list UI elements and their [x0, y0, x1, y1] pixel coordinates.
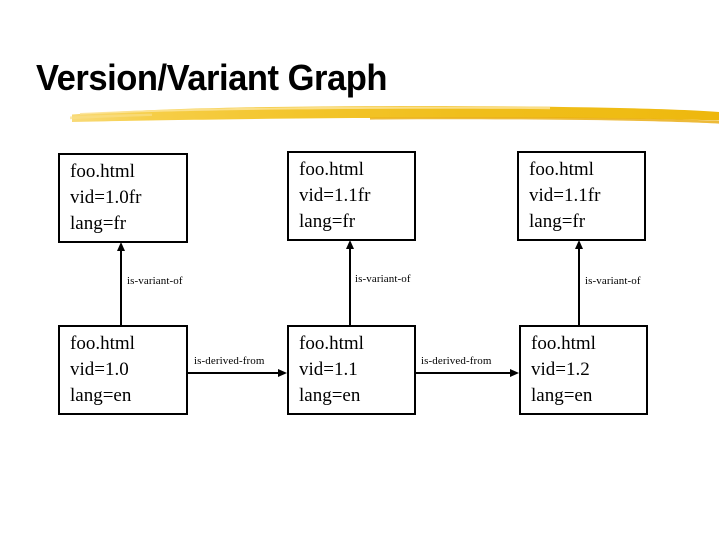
node-box: foo.html vid=1.0 lang=en — [58, 325, 188, 415]
node-line: vid=1.1fr — [299, 185, 371, 206]
node-line: lang=en — [299, 385, 361, 406]
edge-line-horizontal — [416, 372, 511, 374]
title-underline-brush-stroke — [70, 100, 720, 128]
node-line: foo.html — [70, 333, 135, 354]
brush-body — [72, 106, 719, 122]
node-line: foo.html — [531, 333, 596, 354]
edge-label: is-derived-from — [194, 355, 265, 367]
node-line: lang=fr — [529, 211, 586, 232]
node-line: lang=fr — [299, 211, 356, 232]
node-box: foo.html vid=1.1fr lang=fr — [517, 151, 646, 241]
node-line: vid=1.1 — [299, 359, 358, 380]
edge-arrowhead-up — [346, 240, 354, 249]
node-box: foo.html vid=1.0fr lang=fr — [58, 153, 188, 243]
node-line: vid=1.1fr — [529, 185, 601, 206]
edge-label: is-derived-from — [421, 355, 492, 367]
node-box: foo.html vid=1.2 lang=en — [519, 325, 648, 415]
node-box: foo.html vid=1.1 lang=en — [287, 325, 416, 415]
edge-line-vertical — [349, 248, 351, 326]
brush-tail — [70, 113, 152, 120]
node-line: vid=1.2 — [531, 359, 590, 380]
brush-shadow — [370, 117, 719, 124]
edge-arrowhead-right — [510, 369, 519, 377]
node-line: vid=1.0fr — [70, 187, 142, 208]
edge-line-vertical — [578, 248, 580, 326]
node-line: foo.html — [529, 159, 594, 180]
edge-label: is-variant-of — [355, 273, 411, 285]
node-line: foo.html — [299, 159, 364, 180]
edge-label: is-variant-of — [127, 275, 183, 287]
edge-label: is-variant-of — [585, 275, 641, 287]
node-line: foo.html — [70, 161, 135, 182]
page-title: Version/Variant Graph — [36, 57, 388, 98]
node-line: foo.html — [299, 333, 364, 354]
brush-highlight — [80, 106, 550, 115]
brush-stroke-icon — [70, 106, 719, 124]
edge-line-horizontal — [188, 372, 279, 374]
node-box: foo.html vid=1.1fr lang=fr — [287, 151, 416, 241]
node-line: lang=fr — [70, 213, 127, 234]
node-line: vid=1.0 — [70, 359, 129, 380]
edge-arrowhead-up — [575, 240, 583, 249]
edge-arrowhead-right — [278, 369, 287, 377]
node-line: lang=en — [531, 385, 593, 406]
node-line: lang=en — [70, 385, 132, 406]
edge-arrowhead-up — [117, 242, 125, 251]
edge-line-vertical — [120, 250, 122, 326]
